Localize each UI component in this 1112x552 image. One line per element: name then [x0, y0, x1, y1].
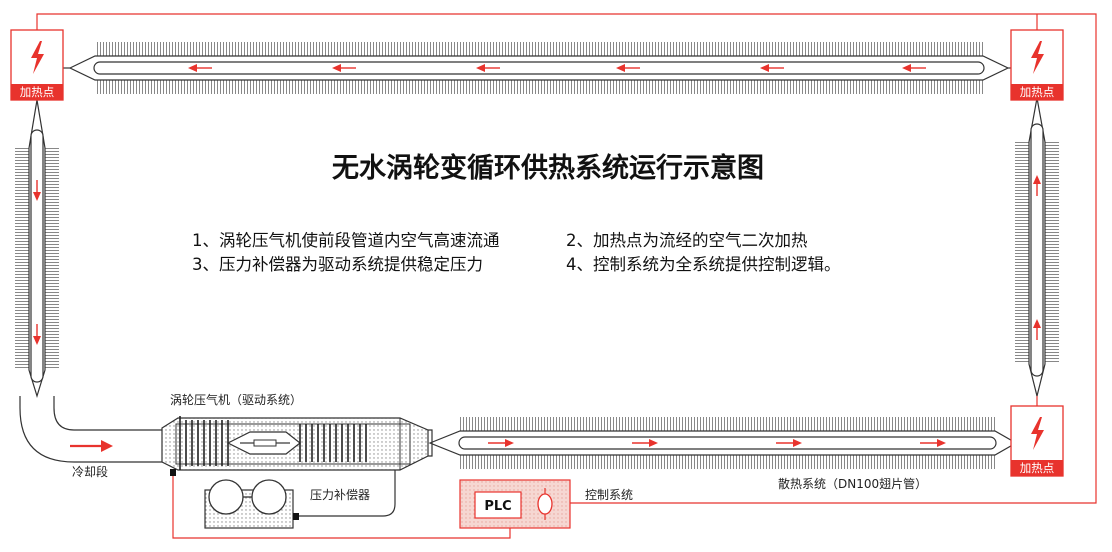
heating-point-top-left — [10, 29, 64, 101]
arrow-right — [488, 439, 514, 447]
plc-label: PLC — [484, 499, 511, 514]
lightning-bolt-icon — [1031, 41, 1044, 74]
heating-point-label: 加热点 — [1020, 85, 1055, 99]
arrow-up — [1033, 319, 1041, 340]
arrow-down — [33, 180, 41, 201]
heating-point-label: 加热点 — [20, 85, 55, 99]
note-2: 2、加热点为流经的空气二次加热 — [566, 231, 808, 250]
valve-icon — [537, 488, 553, 520]
flow-arrows — [33, 64, 1041, 452]
arrow-left — [332, 64, 356, 72]
note-4: 4、控制系统为全系统提供控制逻辑。 — [566, 255, 841, 274]
arrow-left — [760, 64, 784, 72]
arrow-up — [1033, 175, 1041, 196]
top-fin-tube — [60, 42, 1016, 94]
heating-point-bottom-right — [1010, 405, 1064, 477]
arrow-left — [902, 64, 926, 72]
heating-point-top-right — [1010, 29, 1064, 101]
cooling-pipe — [19, 396, 162, 463]
pressure-compensator — [204, 470, 396, 529]
diagram-title: 无水涡轮变循环供热系统运行示意图 — [332, 152, 764, 184]
lightning-bolt-icon — [1031, 417, 1044, 450]
cooling-section-label: 冷却段 — [72, 464, 108, 479]
compressor-label: 涡轮压气机（驱动系统） — [170, 392, 302, 407]
turbo-compressor — [161, 416, 433, 476]
heat-dissipation-label: 散热系统（DN100翅片管） — [778, 476, 927, 491]
control-system-label: 控制系统 — [585, 488, 633, 502]
arrow-down — [33, 324, 41, 345]
note-1: 1、涡轮压气机使前段管道内空气高速流通 — [192, 231, 500, 250]
bottom-fin-tube — [428, 417, 1018, 469]
heating-point-label: 加热点 — [1020, 461, 1055, 475]
control-system-box — [459, 479, 571, 529]
note-3: 3、压力补偿器为驱动系统提供稳定压力 — [192, 255, 483, 274]
lightning-bolt-icon — [31, 41, 44, 74]
arrow-left — [616, 64, 640, 72]
arrow-right — [776, 439, 802, 447]
arrow-left — [476, 64, 500, 72]
arrow-right-large — [70, 440, 113, 452]
pressure-compensator-label: 压力补偿器 — [310, 487, 370, 502]
arrow-left — [188, 64, 212, 72]
arrow-right — [920, 439, 946, 447]
right-fin-tube — [1015, 97, 1059, 397]
left-fin-tube — [15, 99, 59, 399]
arrow-right — [632, 439, 658, 447]
